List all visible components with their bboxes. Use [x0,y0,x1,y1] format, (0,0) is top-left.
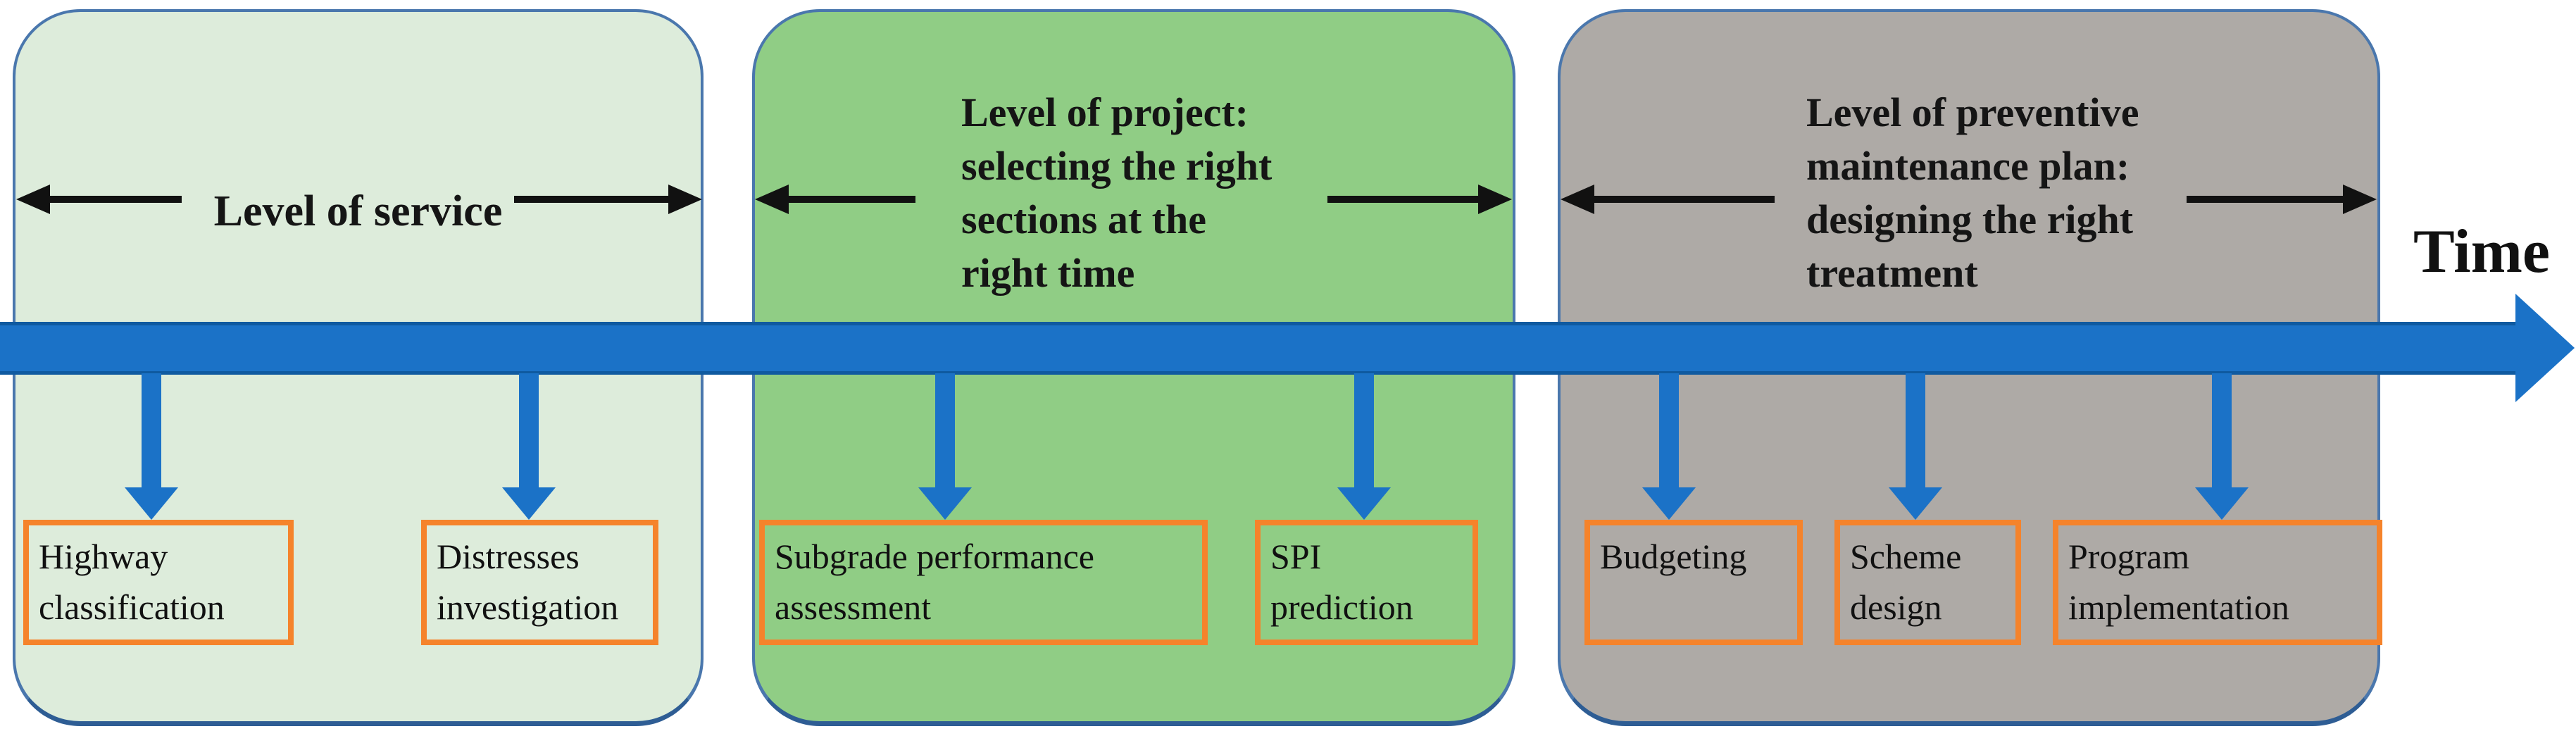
down-arrowhead [502,487,556,520]
panel-title-line: maintenance plan: [1806,143,2130,189]
arrowhead-right [2343,185,2377,214]
panel-title: Level of service [213,187,503,235]
down-arrow-stem [519,373,539,490]
task-box-scheme-design: Scheme design [1834,520,2021,645]
down-arrow-stem [1659,373,1679,490]
span-arrow-left-icon [755,185,915,214]
down-arrowhead [1889,487,1942,520]
panel-title-line: sections at the [961,197,1206,242]
panel-title-line: Level of preventive [1806,89,2139,135]
arrow-shaft [44,196,182,203]
down-arrowhead [2195,487,2249,520]
span-arrow-right-icon [1327,185,1512,214]
timeline-bar [0,322,2515,375]
panel-title: Level of preventive maintenance plan: de… [1806,86,2139,300]
panel-title-line: right time [961,250,1135,296]
task-box-subgrade-performance-assessment: Subgrade performance assessment [759,520,1208,645]
task-box-budgeting: Budgeting [1584,520,1803,645]
arrow-shaft [1589,196,1775,203]
down-arrow-stem [2212,373,2232,490]
task-box-distresses-investigation: Distresses investigation [421,520,658,645]
task-box-program-implementation: Program implementation [2053,520,2382,645]
span-arrow-left-icon [1561,185,1775,214]
timeline-arrowhead-icon [2515,294,2575,402]
down-arrowhead [125,487,178,520]
span-arrow-right-icon [2187,185,2377,214]
arrow-shaft [514,196,674,203]
task-box-highway-classification: Highway classification [23,520,294,645]
down-arrow-stem [1354,373,1374,490]
arrow-shaft [783,196,915,203]
span-arrow-right-icon [514,185,702,214]
down-arrow-stem [142,373,161,490]
panel-title-line: selecting the right [961,143,1273,189]
down-arrow-stem [1906,373,1925,490]
down-arrowhead [1642,487,1696,520]
arrowhead-right [668,185,702,214]
time-axis-label: Time [2413,218,2550,286]
arrow-shaft [1327,196,1484,203]
panel-title-line: Level of project: [961,89,1249,135]
panel-title-line: treatment [1806,250,1978,296]
down-arrow-stem [935,373,955,490]
span-arrow-left-icon [16,185,182,214]
panel-title-line: designing the right [1806,197,2134,242]
down-arrowhead [918,487,972,520]
arrow-shaft [2187,196,2349,203]
down-arrowhead [1337,487,1391,520]
task-box-spi-prediction: SPI prediction [1255,520,1478,645]
panel-title: Level of project: selecting the right se… [961,86,1272,300]
arrowhead-right [1478,185,1512,214]
